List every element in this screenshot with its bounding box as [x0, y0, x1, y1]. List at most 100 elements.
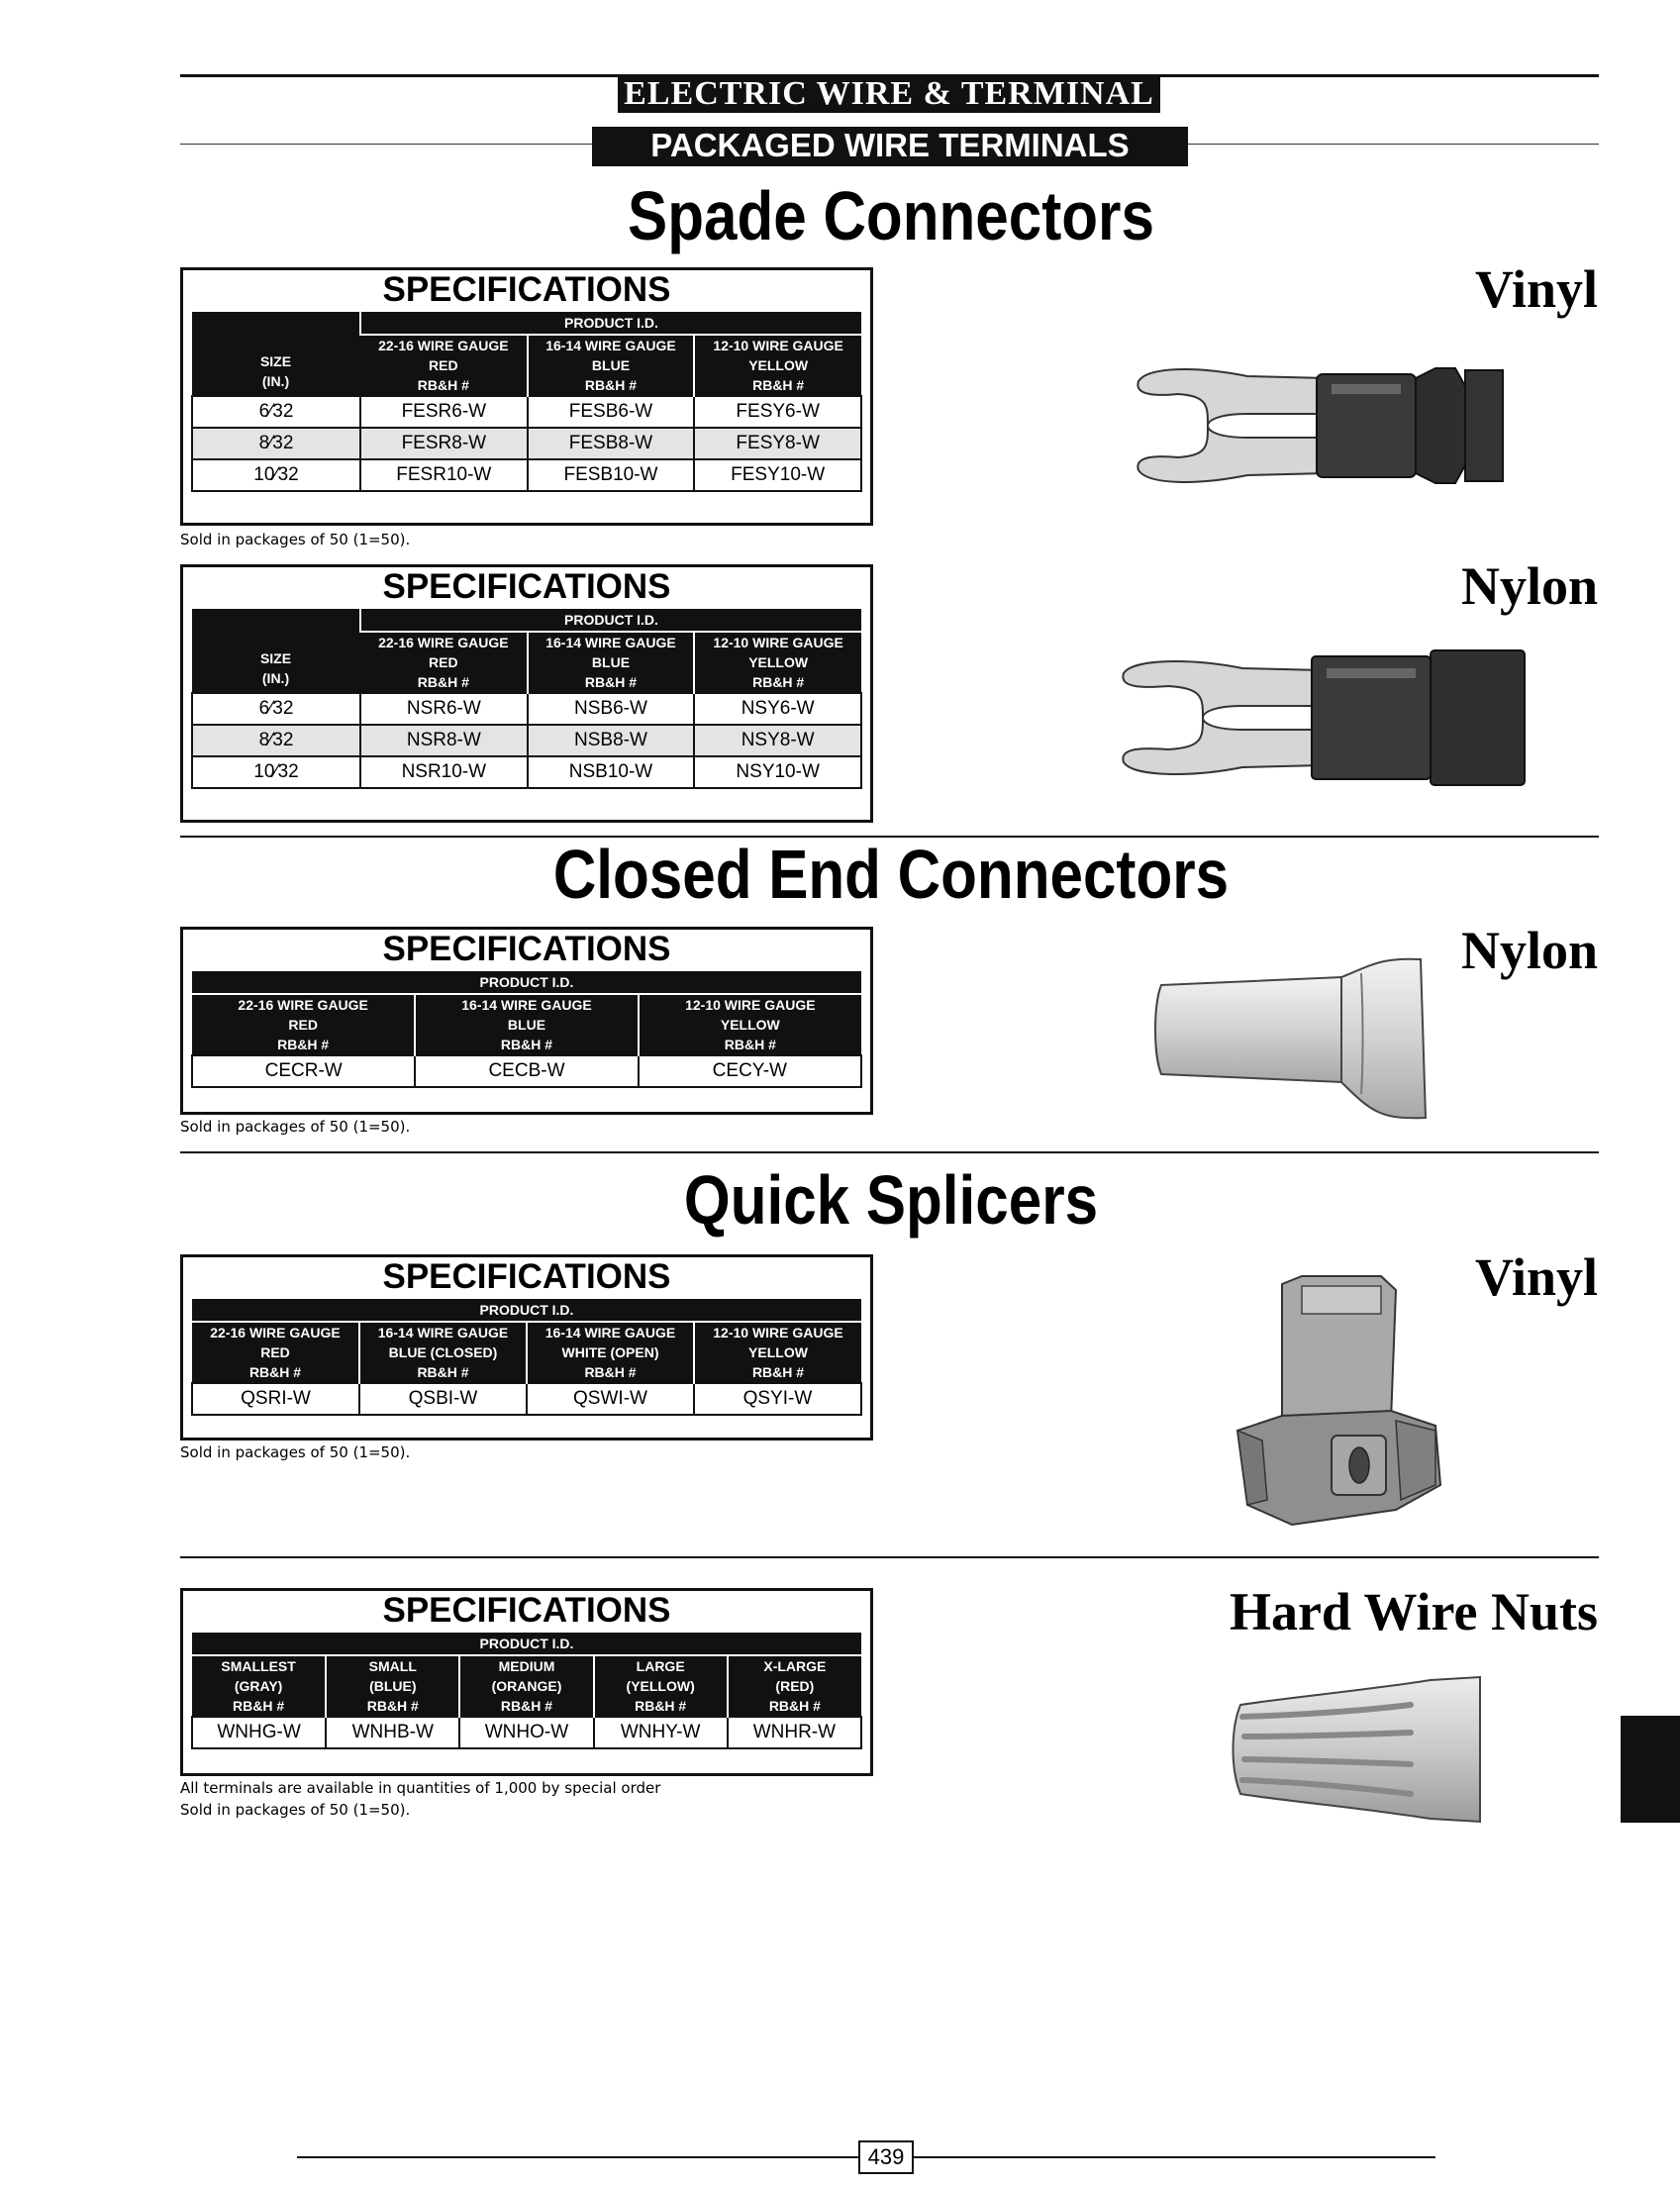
part-cell: CECY-W	[637, 1054, 863, 1088]
part-cell: FESY6-W	[693, 395, 862, 429]
product-id-header: PRODUCT I.D.	[192, 1633, 861, 1656]
size-header-unit: (IN.)	[261, 670, 290, 686]
package-note: Sold in packages of 50 (1=50).	[180, 1118, 411, 1136]
spec-table-wire-nuts: SPECIFICATIONS PRODUCT I.D. SMALLEST(GRA…	[180, 1588, 873, 1776]
part-cell: WNHG-W	[190, 1716, 328, 1749]
size-cell: 6⁄32	[191, 692, 361, 726]
part-cell: QSBI-W	[358, 1382, 528, 1416]
rbh: RB&H #	[584, 377, 638, 393]
gauge: 16-14 WIRE GAUGE	[377, 1325, 509, 1341]
section-title-spade: Spade Connectors	[628, 177, 1154, 254]
rbh: RB&H #	[635, 1698, 687, 1714]
subcategory-header: PACKAGED WIRE TERMINALS	[592, 127, 1188, 166]
rbh: RB&H #	[417, 1364, 469, 1380]
part-cell: WNHR-W	[726, 1716, 863, 1749]
size: LARGE	[636, 1658, 685, 1674]
gauge: 16-14 WIRE GAUGE	[544, 1325, 676, 1341]
section-divider	[180, 1556, 1599, 1558]
table-row: 10⁄32 FESR10-W FESB10-W FESY10-W	[191, 458, 862, 492]
spec-title: SPECIFICATIONS	[382, 567, 671, 606]
size-cell: 10⁄32	[191, 755, 361, 789]
special-order-note: All terminals are available in quantitie…	[180, 1779, 661, 1797]
color: YELLOW	[748, 357, 809, 373]
spec-table-closed-end: SPECIFICATIONS PRODUCT I.D. 22-16 WIRE G…	[180, 927, 873, 1115]
gauge: 16-14 WIRE GAUGE	[545, 635, 676, 650]
spec-table-spade-nylon: SPECIFICATIONS SIZE (IN.) PRODUCT I.D. 2…	[180, 564, 873, 823]
gauge: 22-16 WIRE GAUGE	[210, 1325, 341, 1341]
rbh: RB&H #	[500, 1698, 553, 1714]
part-cell: NSY6-W	[693, 692, 862, 726]
part-cell: WNHB-W	[325, 1716, 461, 1749]
color: (ORANGE)	[491, 1678, 562, 1694]
gauge: 22-16 WIRE GAUGE	[378, 635, 509, 650]
size-cell: 8⁄32	[191, 427, 361, 460]
product-id-header: PRODUCT I.D.	[192, 1299, 861, 1323]
part-cell: NSY10-W	[693, 755, 862, 789]
spec-title: SPECIFICATIONS	[382, 930, 671, 968]
spec-table-quick-splicers: SPECIFICATIONS PRODUCT I.D. 22-16 WIRE G…	[180, 1254, 873, 1440]
column-header-yellow: LARGE(YELLOW)RB&H #	[592, 1655, 728, 1717]
rbh: RB&H #	[500, 1037, 553, 1052]
size-header-line: SIZE	[259, 650, 292, 666]
rbh: RB&H #	[233, 1698, 285, 1714]
variant-label-wire-nuts: Hard Wire Nuts	[1229, 1582, 1598, 1641]
color: RED	[288, 1017, 318, 1033]
color: (BLUE)	[369, 1678, 417, 1694]
color: RED	[429, 654, 458, 670]
part-cell: NSB6-W	[526, 692, 696, 726]
rbh: RB&H #	[768, 1698, 821, 1714]
size: SMALLEST	[221, 1658, 296, 1674]
package-note: Sold in packages of 50 (1=50).	[180, 1801, 411, 1819]
size-header-unit: (IN.)	[261, 373, 290, 389]
section-tab-marker	[1621, 1716, 1680, 1823]
spec-table: SIZE (IN.) PRODUCT I.D. 22-16 WIRE GAUGE…	[191, 609, 862, 789]
page-number: 439	[858, 2140, 914, 2174]
rbh: RB&H #	[751, 1364, 805, 1380]
vinyl-spade-connector-illustration	[1136, 367, 1504, 484]
product-id-header: PRODUCT I.D.	[359, 312, 861, 336]
part-cell: CECB-W	[414, 1054, 640, 1088]
gauge: 16-14 WIRE GAUGE	[545, 338, 676, 353]
column-header-gray: SMALLEST (GRAY) RB&H #	[192, 1655, 327, 1717]
section-divider	[180, 836, 1599, 838]
variant-label-closed-end-nylon: Nylon	[1460, 921, 1598, 980]
part-cell: QSRI-W	[191, 1382, 360, 1416]
size-cell: 6⁄32	[191, 395, 361, 429]
variant-label-spade-nylon: Nylon	[1460, 556, 1598, 616]
rbh: RB&H #	[724, 1037, 776, 1052]
part-cell: FESB6-W	[526, 395, 696, 429]
size: MEDIUM	[498, 1658, 555, 1674]
spec-table: PRODUCT I.D. 22-16 WIRE GAUGE RED RB&H # 1…	[190, 971, 863, 1088]
color: (RED)	[775, 1678, 815, 1694]
size-header: SIZE (IN.)	[192, 609, 360, 693]
rbh: RB&H #	[417, 674, 469, 690]
gauge: 12-10 WIRE GAUGE	[685, 997, 816, 1013]
size-cell: 8⁄32	[191, 724, 361, 757]
gauge: 12-10 WIRE GAUGE	[713, 338, 843, 353]
color: RED	[429, 357, 458, 373]
package-note: Sold in packages of 50 (1=50).	[180, 1443, 411, 1461]
color: BLUE	[591, 654, 631, 670]
section-divider	[180, 1151, 1599, 1153]
part-cell: FESR10-W	[359, 458, 529, 492]
color: (GRAY)	[234, 1678, 283, 1694]
section-title-quick-splicers: Quick Splicers	[683, 1161, 1099, 1239]
product-id-header: PRODUCT I.D.	[359, 609, 861, 633]
part-cell: NSR6-W	[359, 692, 529, 726]
part-cell: WNHY-W	[592, 1716, 729, 1749]
product-id-header: PRODUCT I.D.	[192, 971, 861, 995]
gauge: 22-16 WIRE GAUGE	[238, 997, 368, 1013]
part-cell: FESB8-W	[526, 427, 696, 460]
part-cell: NSB10-W	[526, 755, 696, 789]
gauge: 12-10 WIRE GAUGE	[713, 1325, 843, 1341]
color: BLUE (CLOSED)	[388, 1344, 498, 1360]
gauge: 16-14 WIRE GAUGE	[461, 997, 592, 1013]
